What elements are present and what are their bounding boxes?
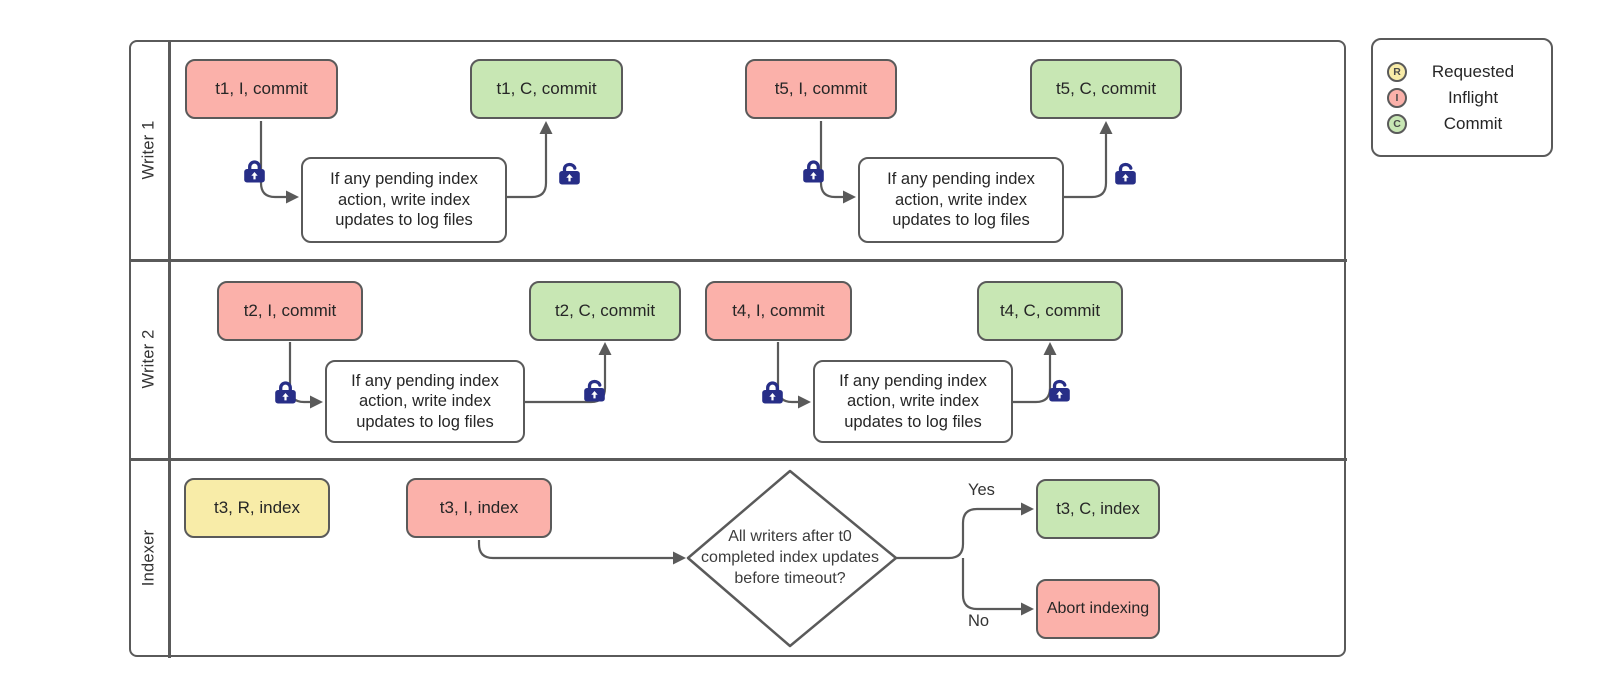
lock-open-icon[interactable] bbox=[1046, 377, 1073, 404]
lock-closed-icon[interactable] bbox=[272, 379, 299, 406]
node-t2-commit[interactable]: t2, C, commit bbox=[529, 281, 681, 341]
swimlane-frame bbox=[129, 40, 1346, 657]
legend-row-requested: R Requested bbox=[1387, 61, 1539, 82]
lane-label-separator bbox=[168, 40, 171, 658]
legend-row-inflight: I Inflight bbox=[1387, 87, 1539, 108]
node-process-note-2[interactable]: If any pending index action, write index… bbox=[858, 157, 1064, 243]
lane-label-writer-1[interactable]: Writer 1 bbox=[139, 120, 158, 180]
lock-closed-icon[interactable] bbox=[241, 158, 268, 185]
branch-label-no: No bbox=[968, 612, 990, 630]
node-t5-inflight[interactable]: t5, I, commit bbox=[745, 59, 897, 119]
lock-open-icon[interactable] bbox=[1112, 160, 1139, 187]
lane-divider bbox=[129, 458, 1347, 461]
legend-label: Commit bbox=[1443, 113, 1503, 133]
node-t3-commit[interactable]: t3, C, index bbox=[1036, 479, 1160, 539]
legend-label: Inflight bbox=[1447, 87, 1499, 107]
lock-open-icon[interactable] bbox=[556, 160, 583, 187]
lane-label-indexer[interactable]: Indexer bbox=[139, 529, 158, 587]
node-t5-commit[interactable]: t5, C, commit bbox=[1030, 59, 1182, 119]
requested-badge-icon: R bbox=[1387, 61, 1407, 82]
branch-label-yes: Yes bbox=[968, 481, 995, 499]
node-t4-inflight[interactable]: t4, I, commit bbox=[705, 281, 852, 341]
node-t3-requested[interactable]: t3, R, index bbox=[184, 478, 330, 538]
commit-badge-icon: C bbox=[1387, 113, 1407, 134]
lock-closed-icon[interactable] bbox=[759, 379, 786, 406]
node-process-note-1[interactable]: If any pending index action, write index… bbox=[301, 157, 507, 243]
lane-divider bbox=[129, 259, 1347, 262]
legend-label: Requested bbox=[1431, 61, 1515, 81]
lock-closed-icon[interactable] bbox=[800, 158, 827, 185]
lock-open-icon[interactable] bbox=[581, 377, 608, 404]
node-t1-commit[interactable]: t1, C, commit bbox=[470, 59, 623, 119]
node-t4-commit[interactable]: t4, C, commit bbox=[977, 281, 1123, 341]
node-process-note-4[interactable]: If any pending index action, write index… bbox=[813, 360, 1013, 443]
node-process-note-3[interactable]: If any pending index action, write index… bbox=[325, 360, 525, 443]
decision-question[interactable]: All writers after t0 completed index upd… bbox=[701, 527, 879, 587]
node-t3-inflight[interactable]: t3, I, index bbox=[406, 478, 552, 538]
legend[interactable]: R Requested I Inflight C Commit bbox=[1371, 38, 1553, 157]
node-abort-indexing[interactable]: Abort indexing bbox=[1036, 579, 1160, 639]
node-t1-inflight[interactable]: t1, I, commit bbox=[185, 59, 338, 119]
legend-row-commit: C Commit bbox=[1387, 113, 1539, 134]
lane-label-writer-2[interactable]: Writer 2 bbox=[139, 329, 158, 389]
inflight-badge-icon: I bbox=[1387, 87, 1407, 108]
node-t2-inflight[interactable]: t2, I, commit bbox=[217, 281, 363, 341]
